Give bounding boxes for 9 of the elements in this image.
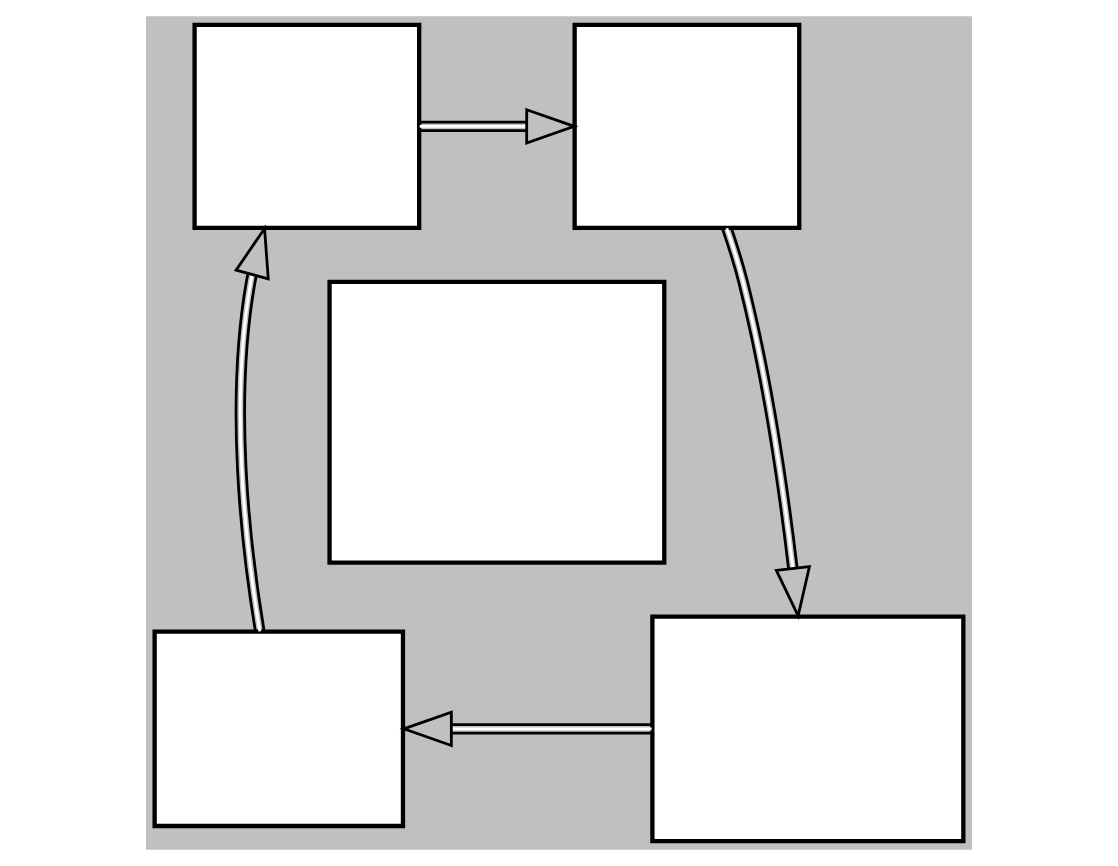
arrow bbox=[419, 107, 579, 145]
arrow bbox=[233, 224, 270, 633]
node-box bbox=[650, 614, 966, 844]
node-box bbox=[327, 279, 667, 565]
node-box bbox=[152, 629, 406, 829]
node-box bbox=[192, 22, 422, 230]
arrow bbox=[721, 226, 812, 620]
node-box bbox=[572, 22, 802, 230]
arrow bbox=[399, 710, 652, 748]
